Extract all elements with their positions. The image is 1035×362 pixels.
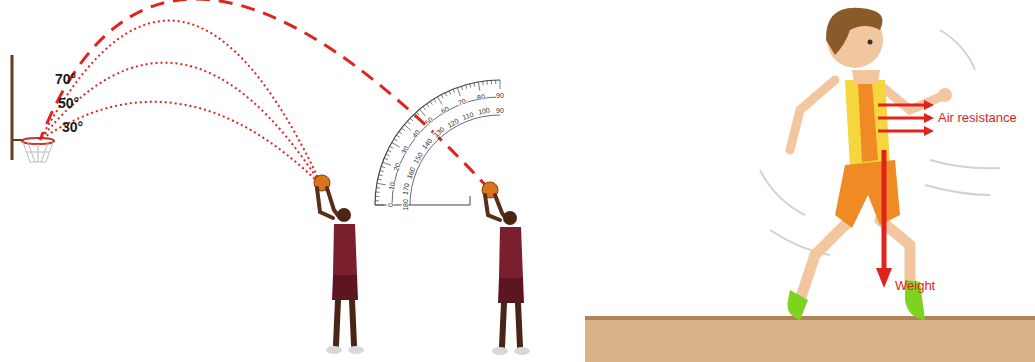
runner	[788, 8, 953, 320]
trajectory-50	[40, 63, 322, 186]
angle-label: 30°	[62, 120, 83, 134]
trajectory-70	[40, 21, 322, 186]
protractor-number: 20	[392, 163, 401, 173]
protractor-number: 0	[387, 203, 394, 207]
trajectory-30	[40, 102, 322, 186]
hoop-net	[23, 142, 53, 162]
protractor-number: 60	[440, 105, 450, 115]
player	[482, 182, 530, 355]
protractor-number: 30	[400, 145, 410, 155]
angle-label: 70°	[55, 72, 76, 86]
sand-pit	[585, 318, 1035, 362]
protractor-number: 120	[446, 117, 460, 129]
trajectory-long	[40, 0, 490, 190]
protractor-number: 40	[411, 129, 421, 139]
protractor-number: 90	[496, 107, 504, 114]
protractor-number: 170	[402, 182, 411, 195]
pit-edge	[585, 316, 1035, 320]
backboard	[11, 55, 14, 160]
protractor-number: 100	[477, 107, 490, 116]
protractor-number: 150	[412, 151, 424, 165]
force-label: Air resistance	[938, 111, 1017, 124]
protractor-number: 180	[402, 199, 409, 211]
force-label: Weight	[895, 279, 935, 292]
angle-label: 50°	[58, 96, 79, 110]
protractor	[375, 80, 500, 205]
air-resistance-arrows	[878, 100, 934, 136]
protractor-number: 70	[458, 97, 468, 106]
protractor-number: 140	[421, 137, 434, 150]
protractor-number: 10	[388, 181, 396, 190]
player	[314, 175, 364, 354]
motion-lines	[760, 30, 1000, 255]
hoop-rim	[22, 138, 54, 144]
protractor-number: 50	[424, 116, 434, 126]
protractor-number: 90	[496, 92, 504, 99]
weight-arrow	[876, 150, 892, 288]
protractor-number: 80	[476, 93, 485, 101]
